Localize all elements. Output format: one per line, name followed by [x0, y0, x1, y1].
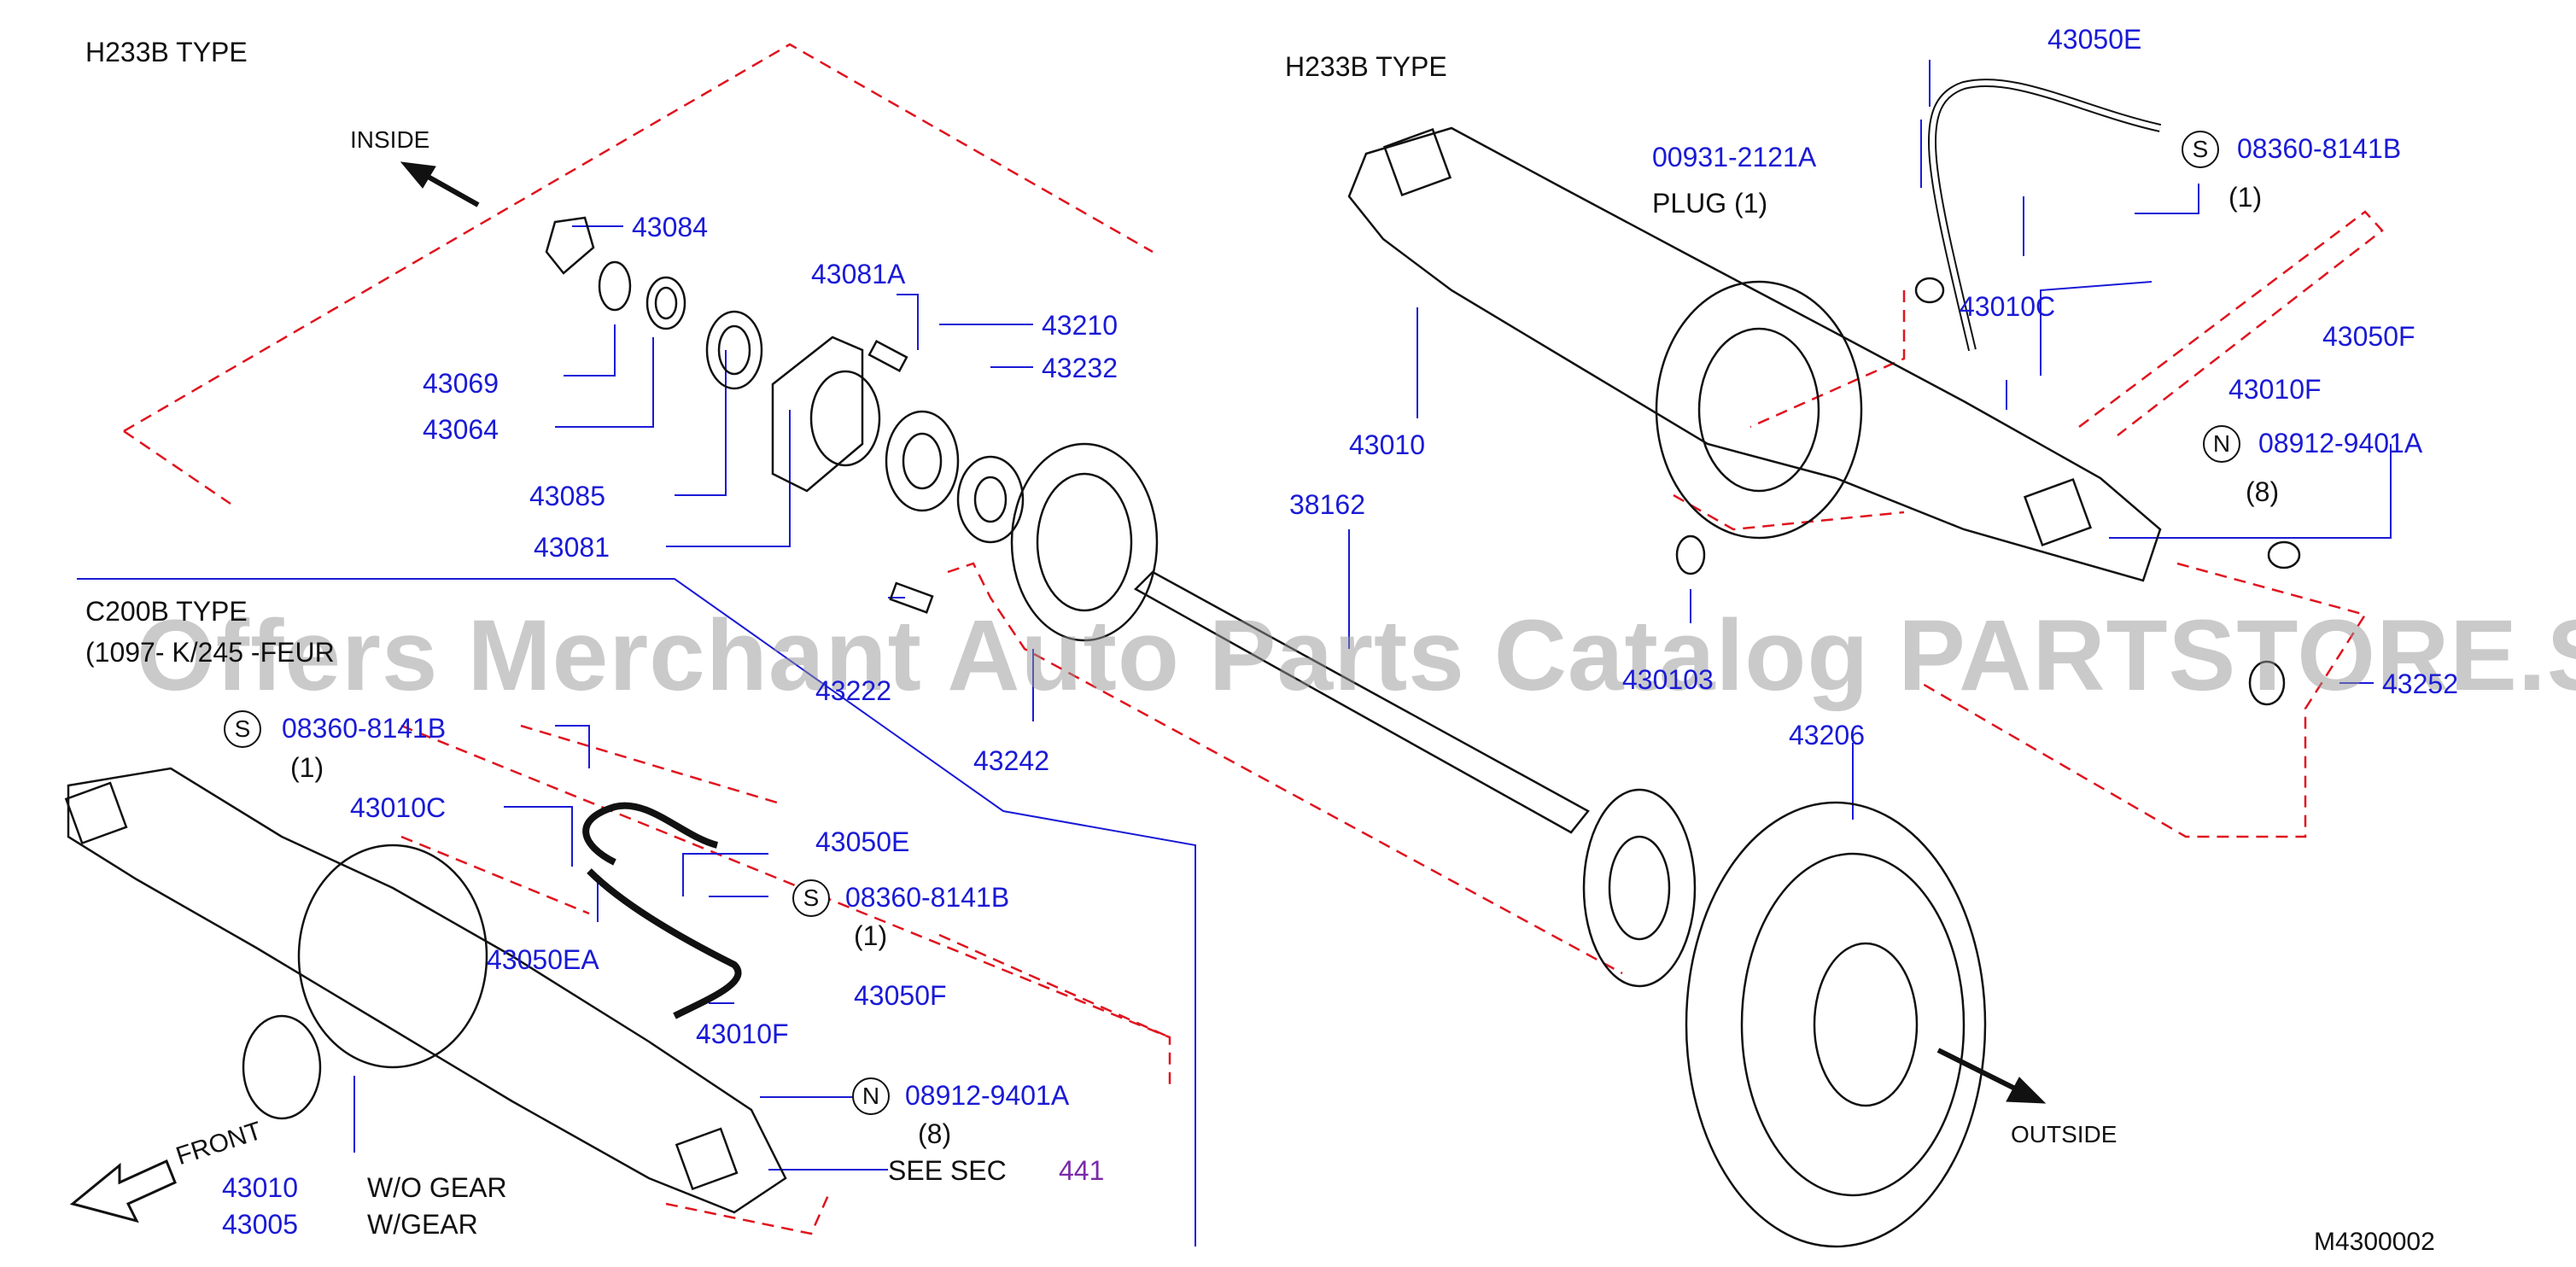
- part-43010-h233b[interactable]: 43010: [1349, 429, 1425, 460]
- part-43050ea[interactable]: 43050EA: [487, 944, 599, 975]
- supply-n-badge: N: [852, 1077, 890, 1115]
- section-441-link[interactable]: 441: [1059, 1155, 1105, 1186]
- supply-s-badge: S: [224, 710, 261, 748]
- type-title-h233b-right: H233B TYPE: [1285, 51, 1447, 82]
- qty-08360-c200b-b: (1): [854, 920, 888, 951]
- part-43206[interactable]: 43206: [1789, 720, 1865, 750]
- part-43050e-c200b[interactable]: 43050E: [815, 826, 910, 857]
- part-38162[interactable]: 38162: [1289, 489, 1365, 520]
- part-43081[interactable]: 43081: [534, 532, 610, 563]
- part-43005[interactable]: 43005: [222, 1209, 298, 1240]
- part-43010c-right[interactable]: 43010C: [1960, 291, 2056, 322]
- with-gear-label: W/GEAR: [367, 1209, 478, 1240]
- part-43010f-c200b[interactable]: 43010F: [696, 1019, 789, 1049]
- supply-s-badge: S: [2182, 131, 2219, 168]
- diagram-code: M4300002: [2314, 1228, 2435, 1256]
- qty-08912-right: (8): [2246, 476, 2280, 507]
- part-43069[interactable]: 43069: [423, 368, 499, 399]
- outside-label: OUTSIDE: [2011, 1121, 2117, 1147]
- part-08360-8141b-c200b-b[interactable]: 08360-8141B: [845, 882, 1010, 913]
- c200b-axle-housing: [64, 767, 787, 1214]
- lock-washer-icon: [545, 216, 595, 275]
- part-08360-8141b-right[interactable]: 08360-8141B: [2237, 133, 2402, 164]
- c200b-date-range: (1097- K/245 -FEUR: [85, 637, 335, 668]
- part-08360-8141b-c200b-a[interactable]: 08360-8141B: [282, 713, 447, 744]
- part-43084[interactable]: 43084: [632, 212, 708, 242]
- plug-qty: PLUG (1): [1652, 188, 1768, 219]
- part-43010c-c200b[interactable]: 43010C: [350, 792, 447, 823]
- part-43232[interactable]: 43232: [1042, 353, 1118, 383]
- see-section-label: SEE SEC: [888, 1155, 1007, 1186]
- part-43050e-right[interactable]: 43050E: [2047, 24, 2142, 55]
- part-43050f-right[interactable]: 43050F: [2322, 321, 2415, 352]
- inside-label: INSIDE: [350, 126, 430, 153]
- part-43085[interactable]: 43085: [529, 481, 605, 511]
- type-title-h233b-left: H233B TYPE: [85, 37, 248, 67]
- part-43210[interactable]: 43210: [1042, 310, 1118, 341]
- h233b-axle-housing: [1347, 126, 2301, 706]
- part-43252[interactable]: 43252: [2382, 669, 2458, 699]
- part-08912-9401a-c200b[interactable]: 08912-9401A: [905, 1080, 1070, 1111]
- breather-hose-left: [582, 802, 719, 866]
- part-00931-2121a[interactable]: 00931-2121A: [1652, 142, 1817, 172]
- part-43081a[interactable]: 43081A: [811, 259, 906, 289]
- type-title-c200b: C200B TYPE: [85, 596, 248, 627]
- part-43222[interactable]: 43222: [815, 675, 891, 706]
- qty-08360-right: (1): [2228, 182, 2263, 213]
- direction-arrows: [400, 161, 2047, 1104]
- supply-n-badge: N: [2203, 425, 2240, 463]
- part-430103[interactable]: 430103: [1622, 664, 1714, 695]
- part-43050f-c200b[interactable]: 43050F: [854, 980, 947, 1011]
- part-08912-9401a-right[interactable]: 08912-9401A: [2258, 428, 2423, 458]
- hub-components: [545, 216, 1159, 642]
- qty-08912-c200b: (8): [918, 1118, 952, 1149]
- without-gear-label: W/O GEAR: [367, 1172, 507, 1203]
- part-43242[interactable]: 43242: [973, 745, 1049, 776]
- part-43010f-right[interactable]: 43010F: [2228, 374, 2322, 405]
- supply-s-badge: S: [792, 879, 830, 917]
- qty-08360-c200b-a: (1): [290, 752, 324, 783]
- part-43064[interactable]: 43064: [423, 414, 499, 445]
- part-43010-c200b[interactable]: 43010: [222, 1172, 298, 1203]
- dashed-outlines: [123, 43, 2384, 1235]
- leader-lines: [77, 60, 2392, 1247]
- axle-shaft-and-drum: [1133, 570, 1987, 1248]
- front-arrow-icon: [69, 1159, 177, 1223]
